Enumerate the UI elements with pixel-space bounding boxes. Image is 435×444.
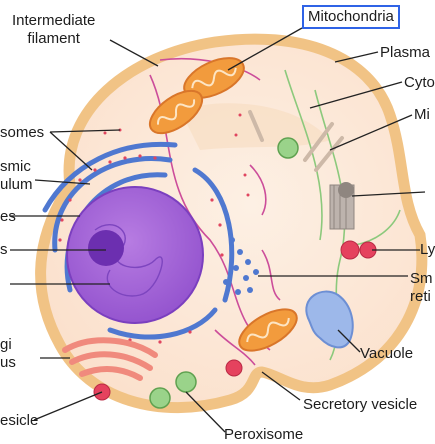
label-vacuole: Vacuole bbox=[360, 345, 414, 362]
label-mitochondria-highlighted: Mitochondria bbox=[302, 5, 400, 29]
centrosome bbox=[329, 182, 355, 230]
animal-cell-diagram bbox=[10, 27, 428, 433]
label-ly: Ly bbox=[420, 241, 435, 258]
mitochondrion-left bbox=[148, 89, 204, 135]
label-mi: Mi bbox=[414, 106, 430, 123]
label-somes: somes bbox=[0, 124, 45, 141]
leader-lines bbox=[10, 27, 426, 433]
label-cyto: Cyto bbox=[404, 74, 435, 91]
smooth-er bbox=[223, 237, 259, 295]
cytoskeleton-rods bbox=[248, 110, 344, 172]
label-sm-reti: Sm reti bbox=[410, 270, 433, 305]
label-esicle: esicle bbox=[0, 412, 39, 429]
golgi-apparatus bbox=[62, 337, 158, 381]
label-intermediate-filament: Intermediate filament bbox=[12, 12, 96, 47]
label-es: es bbox=[0, 208, 16, 225]
label-gi-us: gi us bbox=[0, 336, 16, 371]
lysosomes bbox=[225, 240, 377, 377]
mitochondrion-bottom bbox=[238, 308, 298, 352]
nucleus bbox=[66, 186, 204, 324]
label-peroxisome: Peroxisome bbox=[224, 426, 304, 443]
label-plasma: Plasma bbox=[380, 44, 431, 61]
nucleolus bbox=[88, 230, 124, 266]
label-smic-ulum: smic ulum bbox=[0, 158, 33, 193]
label-s: s bbox=[0, 241, 8, 258]
label-secretory-vesicle: Secretory vesicle bbox=[303, 396, 418, 413]
peroxisomes bbox=[149, 137, 299, 409]
chromatin bbox=[94, 224, 163, 297]
